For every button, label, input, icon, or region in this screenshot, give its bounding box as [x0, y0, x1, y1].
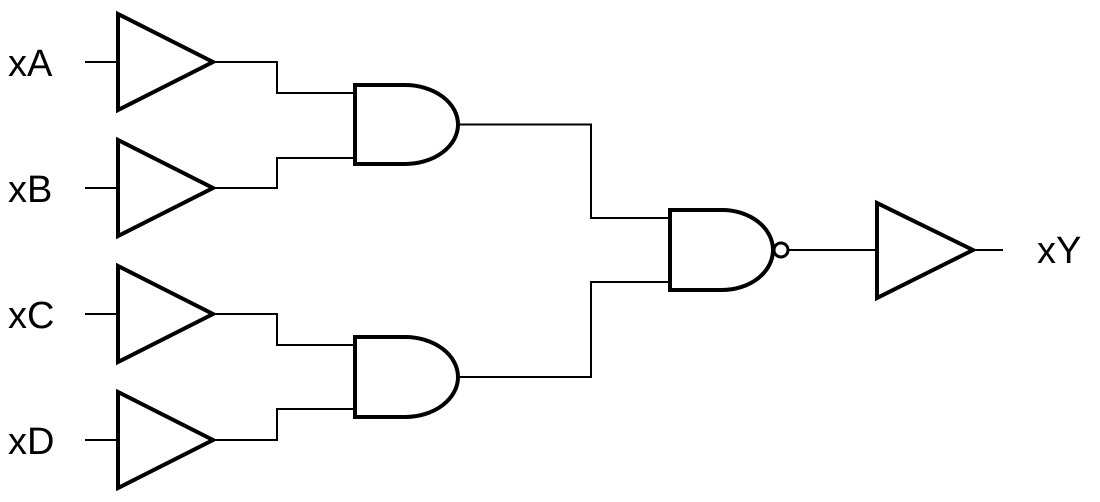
- wire-andbottom-to-nand: [458, 281, 670, 378]
- wire-bufb-to-and-top: [213, 157, 355, 189]
- input-label-xc: xC: [8, 295, 54, 337]
- wire-andtop-to-nand: [458, 123, 670, 219]
- and-gate-bottom: [353, 335, 460, 419]
- output-label-xy: xY: [1037, 230, 1081, 272]
- wire-bufa-to-and-top: [213, 61, 355, 94]
- and-gate-top: [353, 83, 460, 166]
- buffer-gate-a: [116, 10, 218, 114]
- input-label-xb: xB: [8, 169, 52, 211]
- input-label-xa: xA: [8, 43, 53, 85]
- output-buffer-gate: [875, 199, 978, 302]
- input-label-xd: xD: [8, 421, 54, 463]
- wire-bufd-to-and-bottom: [213, 408, 355, 441]
- nand-gate: [668, 208, 775, 292]
- buffer-gate-c: [116, 262, 218, 366]
- buffer-gate-b: [116, 136, 218, 240]
- buffer-gate-d: [116, 388, 218, 492]
- nand-inversion-bubble: [772, 241, 790, 259]
- wire-bufc-to-and-bottom: [213, 313, 355, 346]
